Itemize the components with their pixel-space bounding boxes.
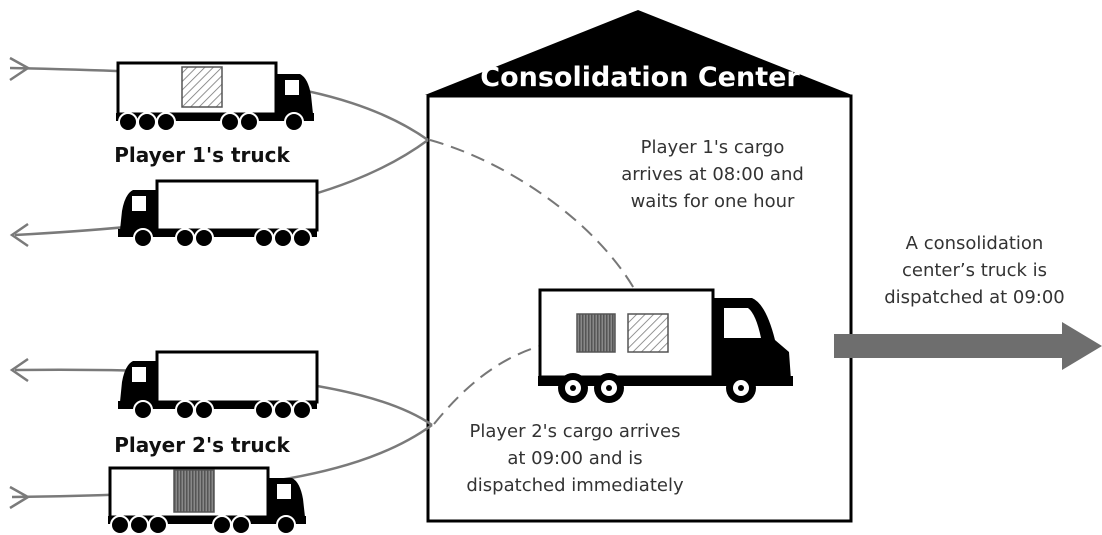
dispatch-note: A consolidation center’s truck is dispat… <box>884 233 1065 308</box>
dispatch-arrow <box>834 322 1102 370</box>
consolidation-center-title: Consolidation Center <box>480 62 800 93</box>
player1-truck <box>116 61 314 132</box>
consolidation-center-truck <box>538 288 793 403</box>
inbound-arrowhead <box>9 56 31 82</box>
player2-truck-label: Player 2's truck <box>114 433 290 457</box>
player1-cargo-note: Player 1's cargo arrives at 08:00 and wa… <box>621 137 804 212</box>
player1-cargo-box <box>181 66 223 108</box>
player1-cargo-loaded <box>627 313 669 353</box>
player1-return-truck <box>118 179 319 248</box>
inbound-arrowhead <box>9 485 31 510</box>
player1-truck-label: Player 1's truck <box>114 143 290 167</box>
player2-truck <box>108 466 306 535</box>
player2-cargo-box <box>173 469 215 513</box>
return-arrowhead <box>9 222 29 248</box>
consolidation-center-building <box>425 10 853 523</box>
player2-cargo-loaded <box>576 313 616 353</box>
player2-cargo-note: Player 2's cargo arrives at 09:00 and is… <box>466 421 684 496</box>
player2-return-truck <box>118 350 319 420</box>
truck-wheels <box>558 373 756 403</box>
return-arrowhead <box>9 357 29 383</box>
